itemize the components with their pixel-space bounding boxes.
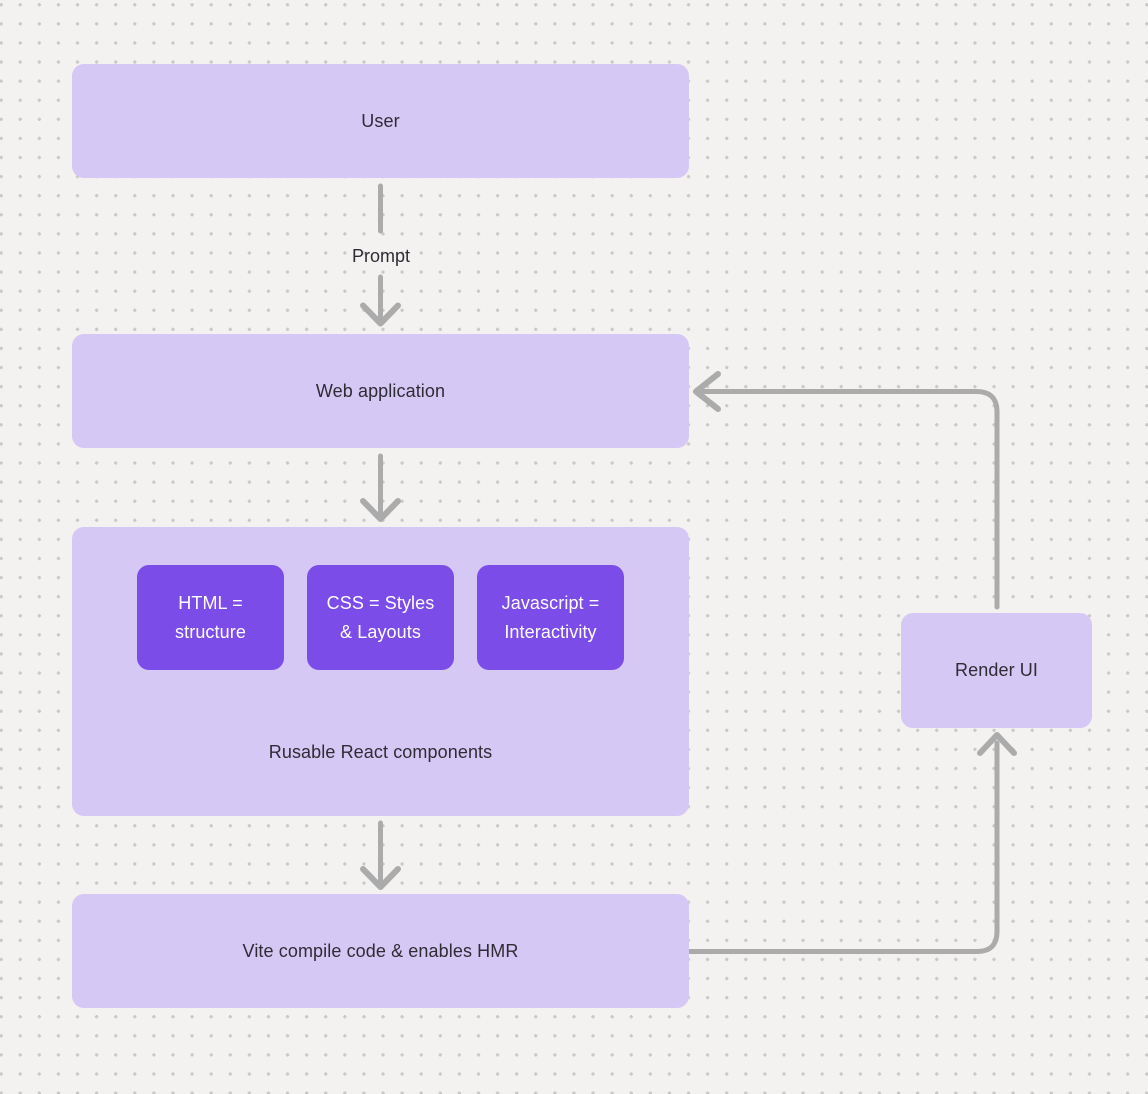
edge-vite-to-render bbox=[687, 732, 1017, 954]
node-javascript-line2: Interactivity bbox=[504, 621, 597, 642]
node-render-ui[interactable]: Render UI bbox=[901, 613, 1092, 728]
edge-render-to-webapp bbox=[693, 371, 1000, 610]
node-css-line1: CSS = Styles bbox=[326, 592, 435, 613]
components-group-caption: Rusable React components bbox=[268, 742, 493, 762]
node-html-line2: structure bbox=[175, 621, 246, 642]
node-user-label: User bbox=[361, 110, 400, 131]
node-components-group[interactable]: HTML = structure CSS = Styles & Layouts … bbox=[72, 527, 689, 816]
node-javascript-line1: Javascript = bbox=[501, 592, 600, 613]
node-render-ui-label: Render UI bbox=[955, 660, 1038, 680]
node-javascript[interactable]: Javascript = Interactivity bbox=[477, 565, 624, 670]
node-html-line1: HTML = bbox=[178, 592, 243, 613]
edge-webapp-to-group bbox=[360, 453, 401, 522]
node-css-line2: & Layouts bbox=[340, 621, 421, 642]
edge-group-to-vite bbox=[360, 820, 401, 890]
node-web-application-label: Web application bbox=[315, 380, 446, 401]
edge-label-prompt: Prompt bbox=[351, 246, 411, 266]
node-vite[interactable]: Vite compile code & enables HMR bbox=[72, 894, 689, 1008]
node-user[interactable]: User bbox=[72, 64, 689, 178]
node-css[interactable]: CSS = Styles & Layouts bbox=[307, 565, 454, 670]
node-vite-label: Vite compile code & enables HMR bbox=[242, 940, 519, 961]
node-web-application[interactable]: Web application bbox=[72, 334, 689, 448]
node-html[interactable]: HTML = structure bbox=[137, 565, 284, 670]
